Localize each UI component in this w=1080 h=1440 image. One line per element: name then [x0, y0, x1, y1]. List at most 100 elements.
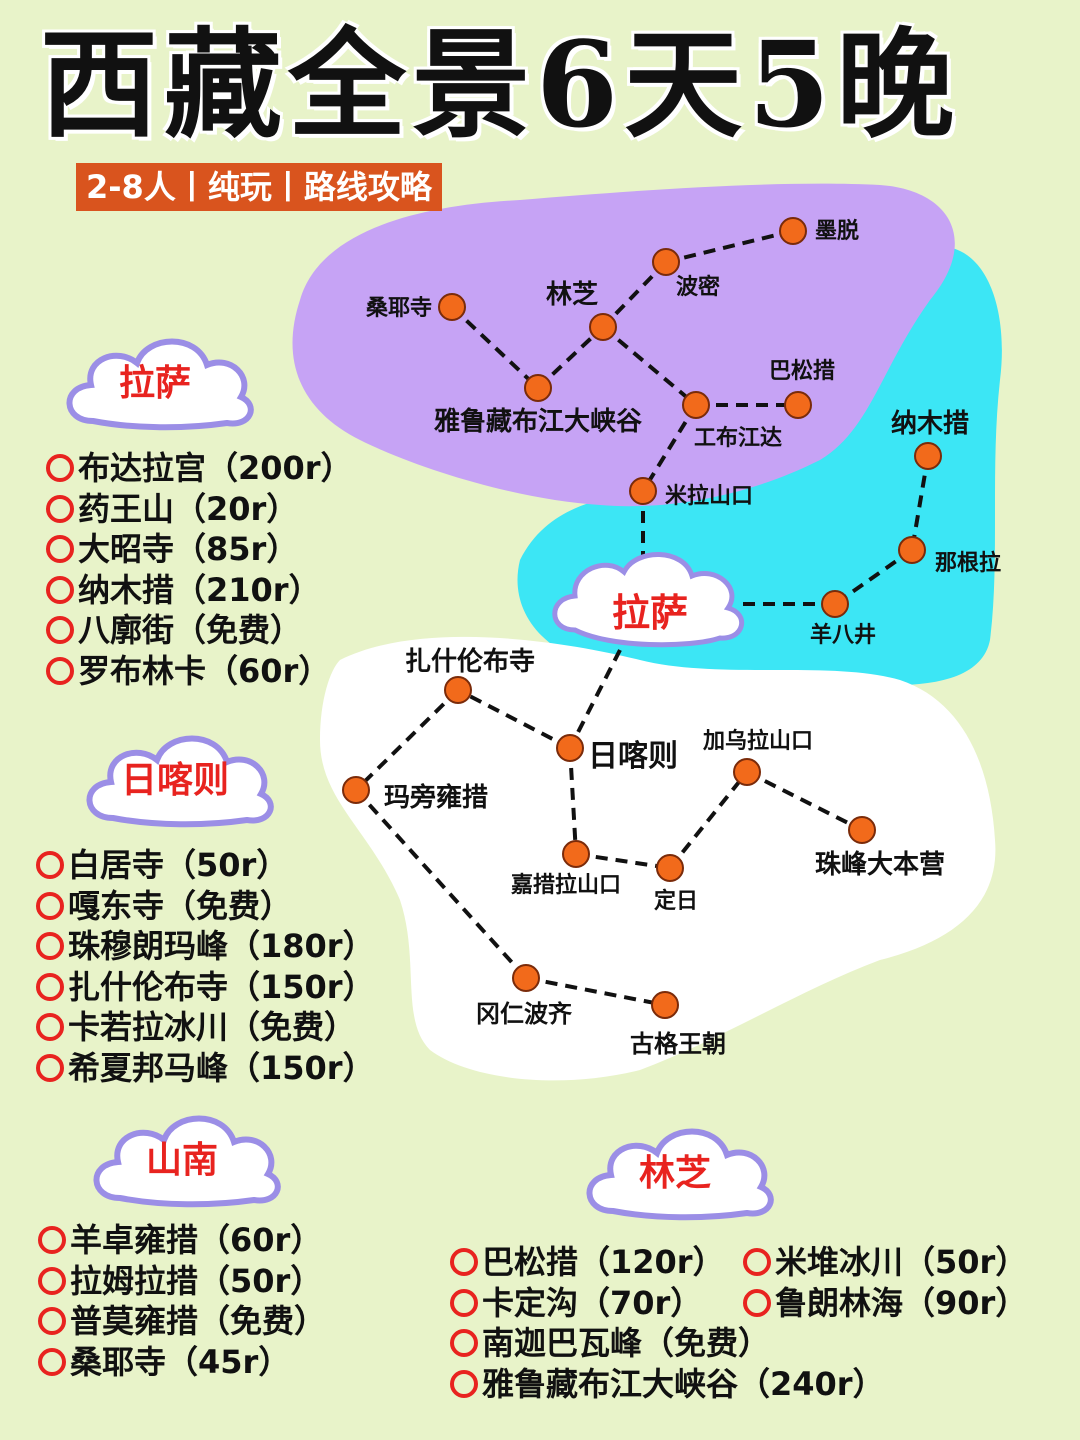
- ring-icon: [46, 616, 74, 645]
- ring-icon: [36, 972, 64, 1001]
- map-node-yarlung: [524, 374, 552, 402]
- map-node-everest: [848, 816, 876, 844]
- shigatse-list: 白居寺（50r） 嘎东寺（免费） 珠穆朗玛峰（180r） 扎什伦布寺（150r）…: [36, 845, 375, 1088]
- list-item: 布达拉宫（200r）: [46, 448, 353, 489]
- shannan-list: 羊卓雍措（60r） 拉姆拉措（50r） 普莫雍措（免费） 桑耶寺（45r）: [38, 1220, 326, 1382]
- map-node-label-gongbu: 工布江达: [694, 425, 782, 451]
- ring-icon: [46, 575, 74, 604]
- section-shannan: 山南: [82, 1102, 282, 1212]
- list-item: 珠穆朗玛峰（180r）: [36, 926, 375, 967]
- map-node-label-tashi: 扎什伦布寺: [405, 646, 535, 677]
- map-node-label-everest: 珠峰大本营: [815, 850, 945, 880]
- list-item: 罗布林卡（60r）: [46, 651, 353, 692]
- list-item: 纳木措（210r）: [46, 570, 353, 611]
- map-node-sangye: [438, 293, 466, 321]
- ring-icon: [46, 454, 74, 483]
- map-node-motuo: [779, 217, 807, 245]
- section-title: 拉萨: [118, 363, 191, 404]
- cloud-badge: 山南: [82, 1102, 282, 1212]
- map-node-label-jiacuola: 嘉措拉山口: [511, 872, 621, 898]
- map-node-yangbajing: [821, 590, 849, 618]
- ring-icon: [38, 1226, 66, 1255]
- list-item: 拉姆拉措（50r）: [38, 1261, 326, 1302]
- nyingchi-list-col2: 米堆冰川（50r） 鲁朗林海（90r）: [743, 1242, 1027, 1323]
- ring-icon: [46, 656, 74, 685]
- ring-icon: [46, 535, 74, 564]
- map-node-label-guge: 古格王朝: [630, 1030, 726, 1058]
- map-node-nagenla: [898, 536, 926, 564]
- cloud-badge: 拉萨: [55, 325, 255, 435]
- map-node-label-namtso: 纳木措: [891, 408, 969, 439]
- list-item: 南迦巴瓦峰（免费）: [450, 1323, 885, 1364]
- ring-icon: [36, 891, 64, 920]
- map-node-basong: [784, 391, 812, 419]
- list-item: 卡定沟（70r）: [450, 1283, 885, 1324]
- map-node-mila: [629, 477, 657, 505]
- cloud-icon: [586, 1128, 774, 1221]
- map-node-label-nagenla: 那根拉: [935, 550, 1001, 576]
- section-nyingchi: 林芝: [575, 1115, 775, 1225]
- map-node-jiawula: [733, 758, 761, 786]
- ring-icon: [36, 1053, 64, 1082]
- map-node-guge: [651, 991, 679, 1019]
- map-node-label-mila: 米拉山口: [665, 483, 753, 509]
- map-node-label-yarlung: 雅鲁藏布江大峡谷: [434, 407, 643, 437]
- map-node-bomi: [652, 248, 680, 276]
- nyingchi-list-col1: 巴松措（120r） 卡定沟（70r） 南迦巴瓦峰（免费） 雅鲁藏布江大峡谷（24…: [450, 1242, 885, 1404]
- map-node-gongbu: [682, 391, 710, 419]
- ring-icon: [36, 851, 64, 880]
- map-node-gangren: [512, 964, 540, 992]
- ring-icon: [450, 1248, 478, 1277]
- list-item: 白居寺（50r）: [36, 845, 375, 886]
- list-item: 米堆冰川（50r）: [743, 1242, 1027, 1283]
- ring-icon: [743, 1248, 771, 1277]
- lhasa-list: 布达拉宫（200r） 药王山（20r） 大昭寺（85r） 纳木措（210r） 八…: [46, 448, 353, 691]
- route-lines: [354, 229, 930, 1007]
- section-title: 日喀则: [120, 760, 229, 801]
- map-node-mapang: [342, 776, 370, 804]
- map-node-dingri: [656, 854, 684, 882]
- list-item: 药王山（20r）: [46, 489, 353, 530]
- map-node-linzhi: [589, 313, 617, 341]
- map-nodes: 墨脱波密林芝桑耶寺雅鲁藏布江大峡谷工布江达巴松措米拉山口纳木措那根拉羊八井扎什伦…: [342, 217, 1001, 1058]
- map-node-label-mapang: 玛旁雍措: [384, 782, 488, 813]
- map-node-namtso: [914, 442, 942, 470]
- cloud-icon: [93, 1115, 281, 1208]
- ring-icon: [46, 494, 74, 523]
- cloud-badge: 林芝: [575, 1115, 775, 1225]
- list-item: 八廓街（免费）: [46, 610, 353, 651]
- section-title: 林芝: [638, 1153, 711, 1194]
- map-node-label-shigatse: 日喀则: [588, 739, 678, 774]
- list-item: 大昭寺（85r）: [46, 529, 353, 570]
- list-item: 羊卓雍措（60r）: [38, 1220, 326, 1261]
- list-item: 桑耶寺（45r）: [38, 1342, 326, 1383]
- list-item: 普莫雍措（免费）: [38, 1301, 326, 1342]
- ring-icon: [38, 1347, 66, 1376]
- list-item: 鲁朗林海（90r）: [743, 1283, 1027, 1324]
- ring-icon: [743, 1288, 771, 1317]
- subtitle-banner: 2-8人丨纯玩丨路线攻略: [76, 163, 442, 211]
- list-item: 巴松措（120r）: [450, 1242, 885, 1283]
- white-region: [320, 636, 996, 1081]
- ring-icon: [38, 1266, 66, 1295]
- map-node-label-yangbajing: 羊八井: [810, 622, 876, 648]
- list-item: 扎什伦布寺（150r）: [36, 967, 375, 1008]
- section-title: 山南: [145, 1140, 218, 1181]
- map-node-label-bomi: 波密: [676, 274, 720, 300]
- cloud-badge: 日喀则: [75, 722, 275, 832]
- list-item: 雅鲁藏布江大峡谷（240r）: [450, 1364, 885, 1405]
- section-shigatse: 日喀则: [75, 722, 275, 832]
- ring-icon: [450, 1329, 478, 1358]
- map-node-label-motuo: 墨脱: [815, 219, 859, 244]
- cloud-icon: [66, 338, 254, 431]
- list-item: 希夏邦马峰（150r）: [36, 1048, 375, 1089]
- map-node-label-linzhi: 林芝: [546, 280, 598, 310]
- map-node-shigatse: [556, 734, 584, 762]
- page-title: 西藏全景6天5晚: [40, 15, 961, 154]
- cloud-icon: [86, 735, 274, 828]
- ring-icon: [36, 1013, 64, 1042]
- map-node-jiacuola: [562, 840, 590, 868]
- list-item: 嘎东寺（免费）: [36, 886, 375, 927]
- map-node-label-gangren: 冈仁波齐: [476, 1000, 573, 1028]
- ring-icon: [36, 932, 64, 961]
